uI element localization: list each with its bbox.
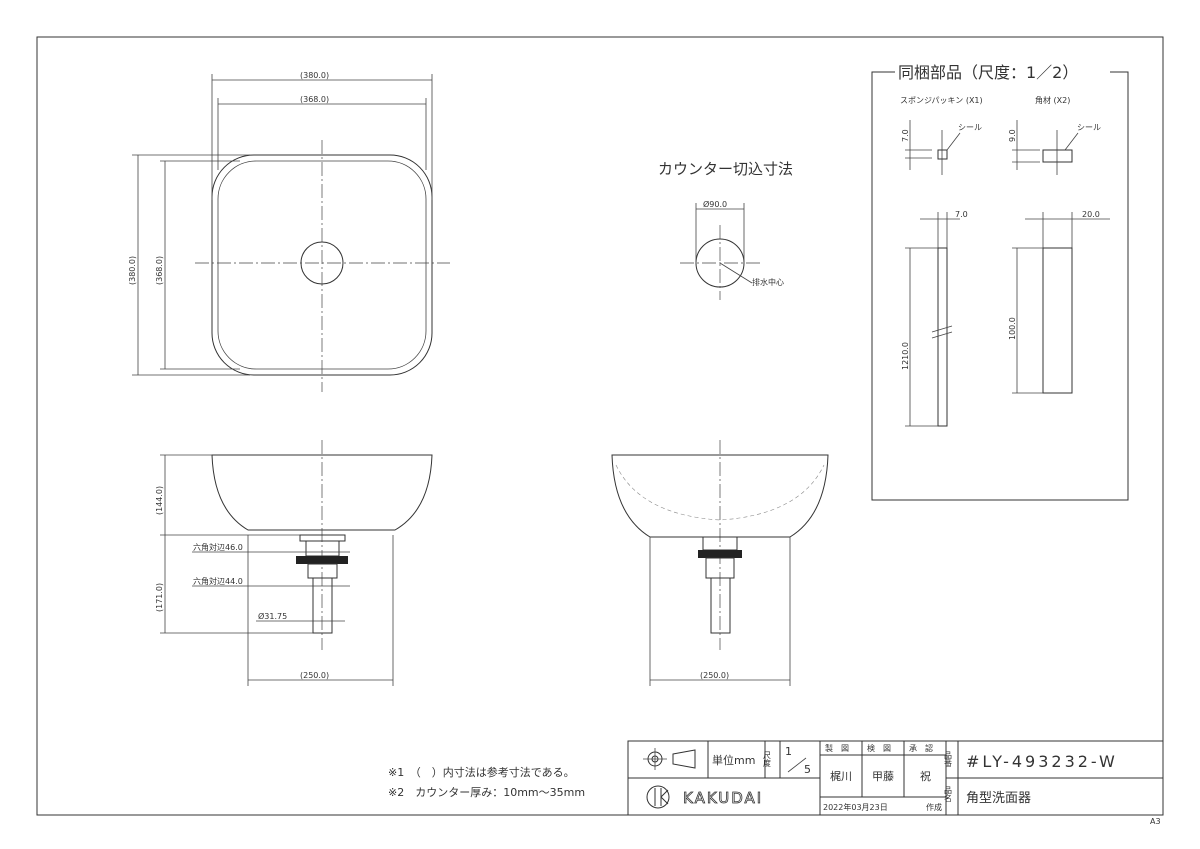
drawing-label: 承 認	[909, 743, 933, 753]
drawing-label: 品番	[944, 751, 953, 768]
front-view: (250.0)	[611, 440, 829, 686]
drawing-label: 20.0	[1082, 210, 1100, 219]
drawing-label: 1210.0	[901, 342, 910, 370]
sheet-size: A3	[1150, 817, 1161, 826]
side-view: (144.0) (171.0) 六角対辺46.0 六角対辺44.0 Ø31.75…	[155, 440, 433, 686]
drawing-label: 角材 (X2)	[1035, 95, 1070, 105]
kakudai-logo-icon	[646, 785, 670, 809]
drawing-label: (250.0)	[300, 671, 329, 680]
drawing-label: 9.0	[1008, 129, 1017, 142]
drawing-label: 7.0	[955, 210, 968, 219]
note-2: ※2 カウンター厚み：10mm〜35mm	[388, 786, 585, 799]
drawing-label: 排水中心	[752, 277, 784, 287]
drawing-label: (368.0)	[155, 256, 164, 285]
drawing-label: (380.0)	[128, 256, 137, 285]
top-view: (380.0) (368.0) (380.0) (368.0)	[128, 71, 450, 392]
drawing-label: 7.0	[901, 129, 910, 142]
title-block: 単位mm 尺度 15 製 図 検 図 承 認 梶川 甲藤 祝 2022年03月23日 作成…	[627, 740, 1164, 816]
drawing-label: (250.0)	[700, 671, 729, 680]
drawing-label: 品名	[944, 786, 953, 803]
drawing-label: 作成	[926, 802, 942, 812]
drawing-label: 5	[804, 763, 811, 776]
drawing-label: Ø31.75	[258, 611, 287, 621]
drawing-label: スポンジパッキン (X1)	[900, 96, 983, 105]
drawing-label: (171.0)	[155, 583, 164, 612]
drawing-label: 甲藤	[872, 770, 894, 783]
drawing-label: 六角対辺46.0	[193, 542, 243, 552]
drawing-label: (368.0)	[300, 95, 329, 104]
counter-cutout: カウンター切込寸法 Ø90.0 排水中心	[658, 160, 793, 300]
drawing-label: (144.0)	[155, 486, 164, 515]
drawing-label: 2022年03月23日	[823, 802, 888, 812]
drawing-label: 単位mm	[712, 753, 755, 767]
kakudai-logo-text: KAKUDAI	[683, 789, 763, 807]
drawing-label: 100.0	[1008, 317, 1017, 340]
drawing-label: 六角対辺44.0	[193, 576, 243, 586]
drawing-label: シール	[958, 123, 982, 132]
drawing-label: 1	[785, 745, 792, 758]
parts-title: 同梱部品（尺度：1／2）	[898, 63, 1078, 82]
note-1: ※1 （ ）内寸法は参考寸法である。	[388, 765, 575, 779]
drawing-label: 梶川	[830, 769, 852, 783]
drawing-label: (380.0)	[300, 71, 329, 80]
drawing-label: シール	[1077, 123, 1101, 132]
drawing-label: カウンター切込寸法	[658, 160, 793, 178]
part-number: #LY-493232-W	[966, 752, 1118, 771]
part-name: 角型洗面器	[966, 791, 1031, 806]
drawing-label: 検 図	[867, 743, 891, 753]
drawing-label: Ø90.0	[703, 199, 727, 209]
drawing-label: 製 図	[825, 743, 849, 753]
sheet-border	[36, 36, 1164, 816]
drawing-label: 祝	[920, 769, 931, 783]
projection-symbol-icon	[643, 748, 696, 770]
included-parts-box: 同梱部品（尺度：1／2） スポンジパッキン (X1) 角材 (X2) 7.0 シ…	[871, 63, 1129, 501]
drawing-label: 尺度	[763, 751, 772, 768]
